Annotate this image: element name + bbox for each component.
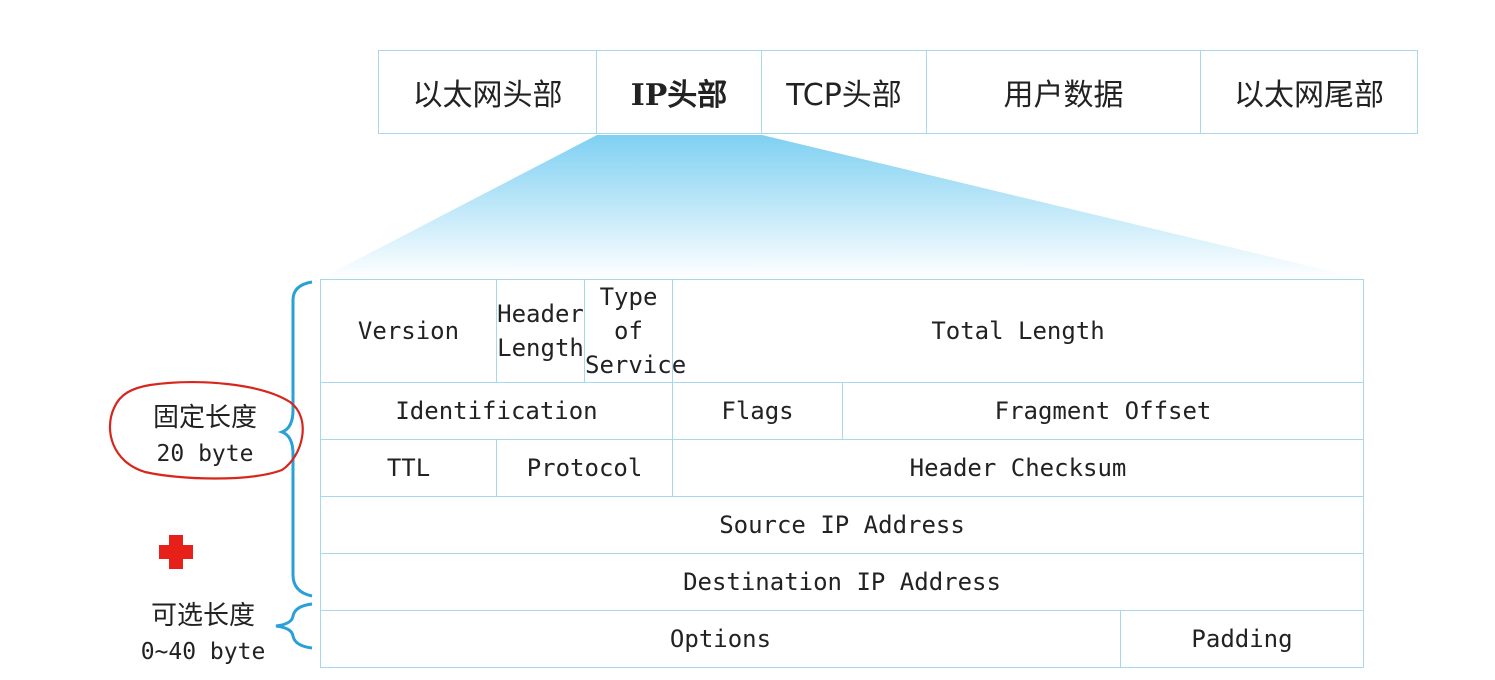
fixed-length-size: 20 byte: [156, 441, 254, 467]
field-source-ip: Source IP Address: [319, 496, 1365, 554]
fixed-length-title: 固定长度: [152, 403, 257, 433]
frame-cell-ethernet-trailer: 以太网尾部: [1201, 50, 1418, 134]
field-flags: Flags: [672, 382, 843, 440]
optional-length-size: 0~40 byte: [140, 639, 266, 665]
frame-cell-ip-header: IP头部: [597, 50, 762, 134]
field-destination-ip: Destination IP Address: [319, 553, 1365, 611]
field-version: Version: [320, 279, 497, 383]
field-fragment-offset: Fragment Offset: [841, 382, 1365, 440]
red-plus-icon: [159, 535, 193, 569]
ip-header-row-6: Options Padding: [320, 610, 1365, 668]
optional-length-title: 可选长度: [150, 601, 255, 631]
field-options: Options: [320, 610, 1121, 668]
frame-cell-ethernet-header: 以太网头部: [378, 50, 597, 134]
fixed-length-label: 固定长度 20 byte: [120, 400, 290, 472]
ip-header-row-2: Identification Flags Fragment Offset: [320, 382, 1365, 440]
frame-cell-user-data: 用户数据: [927, 50, 1201, 134]
zoom-funnel: [320, 135, 1363, 279]
field-ttl: TTL: [320, 439, 497, 497]
field-protocol: Protocol: [496, 439, 673, 497]
frame-cell-tcp-header: TCP头部: [762, 50, 927, 134]
ip-header-row-3: TTL Protocol Header Checksum: [320, 439, 1365, 497]
field-total-length: Total Length: [671, 279, 1365, 383]
field-padding: Padding: [1119, 610, 1365, 668]
field-identification: Identification: [320, 382, 673, 440]
field-header-checksum: Header Checksum: [671, 439, 1365, 497]
ethernet-frame-row: 以太网头部 IP头部 TCP头部 用户数据 以太网尾部: [378, 50, 1418, 134]
ip-header-row-4: Source IP Address: [319, 496, 1365, 554]
ip-header-row-5: Destination IP Address: [319, 553, 1365, 611]
optional-length-label: 可选长度 0~40 byte: [118, 598, 288, 670]
